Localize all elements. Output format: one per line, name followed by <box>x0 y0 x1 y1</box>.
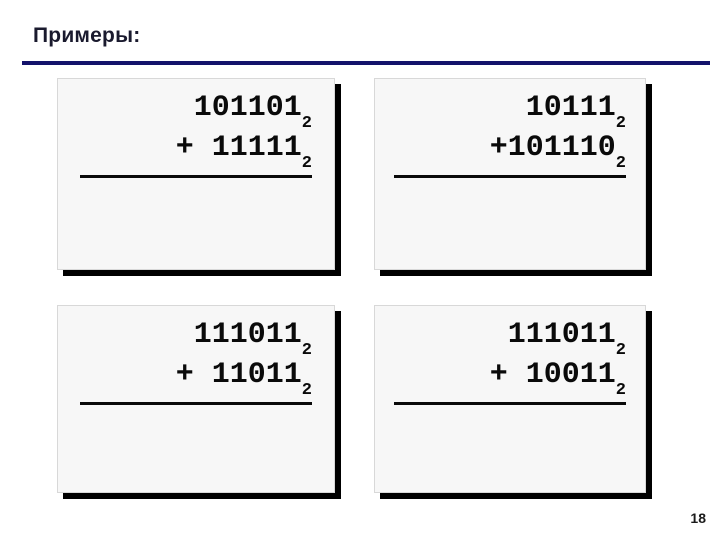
addend-2-digits: + 11011 <box>175 357 302 392</box>
addition-problem-4: 1110112 + 100112 <box>375 316 645 406</box>
addition-problem-2: 101112 +1011102 <box>375 89 645 179</box>
addend-2-base: 2 <box>301 153 312 173</box>
sum-rule-2 <box>394 175 626 179</box>
example-box-1: 1011012 + 111112 <box>57 78 335 270</box>
addition-problem-1: 1011012 + 111112 <box>58 89 334 179</box>
addend-2-digits: + 10011 <box>489 357 616 392</box>
addend-1-base: 2 <box>301 341 312 360</box>
addend-2-base: 2 <box>615 380 626 400</box>
addition-rows-3: 1110112 + 110112 <box>80 316 312 406</box>
title-divider <box>22 61 710 65</box>
addend-row-2: + 100112 <box>394 356 626 399</box>
addend-row-1: 1110112 <box>80 316 312 359</box>
addition-problem-3: 1110112 + 110112 <box>58 316 334 406</box>
addition-rows-2: 101112 +1011102 <box>394 89 626 179</box>
addend-row-2: + 111112 <box>80 129 312 172</box>
example-box-2: 101112 +1011102 <box>374 78 646 270</box>
sum-rule-3 <box>80 402 312 406</box>
addition-rows-1: 1011012 + 111112 <box>80 89 312 179</box>
addend-2-base: 2 <box>615 153 626 173</box>
addend-row-1: 1110112 <box>394 316 626 359</box>
addend-row-2: + 110112 <box>80 356 312 399</box>
addend-row-2: +1011102 <box>394 129 626 172</box>
addend-1-base: 2 <box>615 341 626 360</box>
page-title: Примеры: <box>33 24 141 47</box>
addend-2-base: 2 <box>301 380 312 400</box>
addition-rows-4: 1110112 + 100112 <box>394 316 626 406</box>
addend-1-digits: 101101 <box>175 91 302 125</box>
addend-1-base: 2 <box>615 114 626 133</box>
addend-1-digits: 10111 <box>489 91 616 125</box>
example-box-3: 1110112 + 110112 <box>57 305 335 493</box>
addend-1-digits: 111011 <box>489 318 616 352</box>
page-number: 18 <box>690 510 706 526</box>
addend-1-digits: 111011 <box>175 318 302 352</box>
addend-row-1: 1011012 <box>80 89 312 132</box>
addend-2-digits: + 11111 <box>175 130 302 165</box>
sum-rule-1 <box>80 175 312 179</box>
addend-2-digits: +101110 <box>489 130 616 165</box>
sum-rule-4 <box>394 402 626 406</box>
addend-1-base: 2 <box>301 114 312 133</box>
example-box-4: 1110112 + 100112 <box>374 305 646 493</box>
addend-row-1: 101112 <box>394 89 626 132</box>
